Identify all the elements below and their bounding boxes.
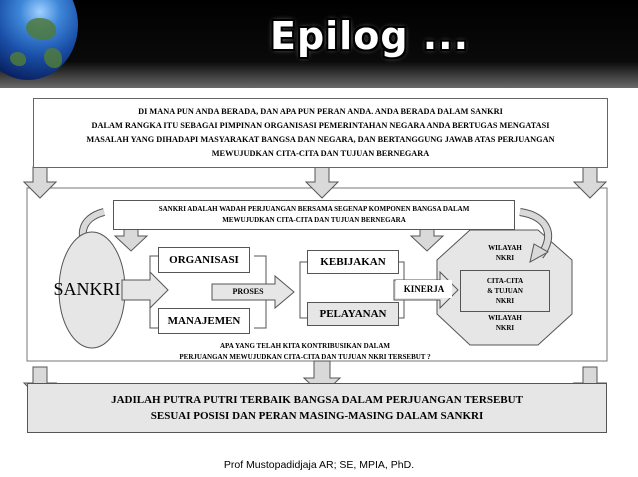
curved-arrow-right [529, 243, 550, 263]
node-manajemen: MANAJEMEN [158, 308, 250, 334]
right-arrow-sankri [121, 270, 169, 310]
node-manajemen-label: MANAJEMEN [167, 315, 241, 327]
wilayah-bottom: WILAYAH NKRI [488, 314, 522, 332]
node-organisasi: ORGANISASI [158, 247, 250, 273]
title-banner [0, 0, 638, 88]
node-organisasi-label: ORGANISASI [169, 254, 239, 266]
cita-cita-box: CITA-CITA & TUJUAN NKRI [460, 270, 550, 312]
proses-label: PROSES [232, 287, 264, 296]
node-kebijakan-label: KEBIJAKAN [320, 256, 386, 268]
left-bracket-2 [299, 261, 310, 319]
node-pelayanan: PELAYANAN [307, 302, 399, 326]
down-arrow-left-1 [22, 166, 58, 199]
sankri-label: SANKRI [53, 279, 121, 299]
down-arrow-right-1 [572, 166, 608, 199]
down-arrow-center-1 [304, 166, 340, 199]
author-footer: Prof Mustopadidjaja AR; SE, MPIA, PhD. [223, 459, 415, 471]
proses-arrow [211, 274, 295, 310]
cita-cita-label: CITA-CITA & TUJUAN NKRI [486, 277, 524, 305]
question-text: APA YANG TELAH KITA KONTRIBUSIKAN DALAM … [179, 342, 431, 361]
conclusion-text: JADILAH PUTRA PUTRI TERBAIK BANGSA DALAM… [111, 394, 523, 422]
intro-text: DI MANA PUN ANDA BERADA, DAN APA PUN PER… [86, 107, 555, 158]
sankri-definition-box: SANKRI ADALAH WADAH PERJUANGAN BERSAMA S… [113, 200, 515, 230]
page-title: Epilog ... [270, 14, 470, 58]
node-kebijakan: KEBIJAKAN [307, 250, 399, 274]
conclusion-box: JADILAH PUTRA PUTRI TERBAIK BANGSA DALAM… [27, 383, 607, 433]
node-pelayanan-label: PELAYANAN [319, 308, 387, 320]
wilayah-top: WILAYAH NKRI [488, 244, 522, 262]
node-kinerja-label: KINERJA [403, 284, 445, 294]
sankri-definition-text: SANKRI ADALAH WADAH PERJUANGAN BERSAMA S… [158, 205, 470, 224]
intro-box: DI MANA PUN ANDA BERADA, DAN APA PUN PER… [33, 98, 608, 168]
node-kinerja: KINERJA [396, 280, 452, 298]
